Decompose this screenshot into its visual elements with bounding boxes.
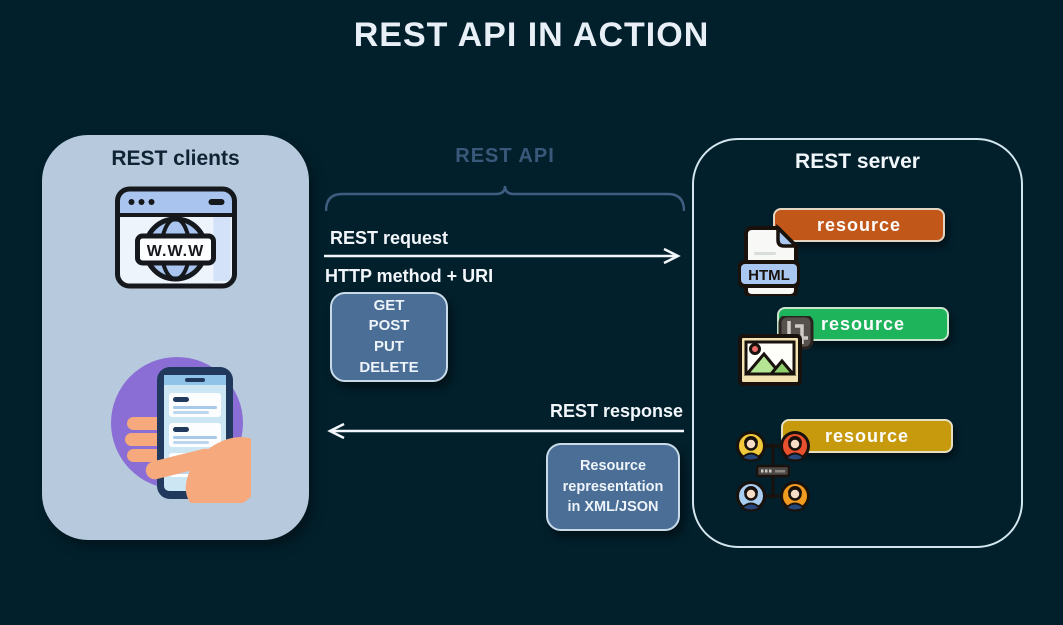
image-icon	[738, 316, 814, 386]
resource-bar-html: resource	[773, 208, 945, 242]
http-method-uri-label: HTTP method + URI	[325, 266, 494, 286]
resp-line-2: representation	[562, 478, 664, 495]
rest-api-label: REST API	[455, 145, 555, 167]
rest-request-arrow	[324, 247, 681, 265]
browser-www-icon: W.W.W	[114, 186, 237, 289]
rest-api-brace	[325, 185, 685, 212]
method-delete: DELETE	[359, 358, 419, 376]
resp-line-1: Resource	[579, 458, 647, 475]
http-methods-box: GET POST PUT DELETE	[330, 292, 448, 382]
html-file-icon: HTML	[738, 224, 800, 296]
page-title: REST API IN ACTION	[353, 16, 710, 54]
resource-representation-box: Resource representation in XML/JSON	[546, 443, 680, 531]
phone-in-hand-icon	[110, 357, 251, 503]
resource-label: resource	[816, 214, 902, 235]
rest-response-label: REST response	[549, 401, 683, 421]
html-label: HTML	[748, 267, 790, 284]
rest-clients-title: REST clients	[111, 147, 240, 170]
method-put: PUT	[374, 338, 404, 355]
rest-response-arrow	[327, 422, 684, 440]
www-label: W.W.W	[146, 243, 203, 260]
resource-label: resource	[824, 425, 910, 446]
resp-line-3: in XML/JSON	[567, 499, 659, 516]
rest-request-label: REST request	[330, 228, 449, 248]
rest-clients-panel: REST clients W.W.W	[42, 135, 309, 540]
rest-server-panel: REST server resource resource resource H…	[692, 138, 1023, 548]
users-icon	[736, 431, 810, 512]
resource-label: resource	[820, 313, 906, 334]
method-post: POST	[368, 317, 410, 335]
method-get: GET	[373, 296, 405, 314]
rest-server-title: REST server	[795, 150, 920, 173]
